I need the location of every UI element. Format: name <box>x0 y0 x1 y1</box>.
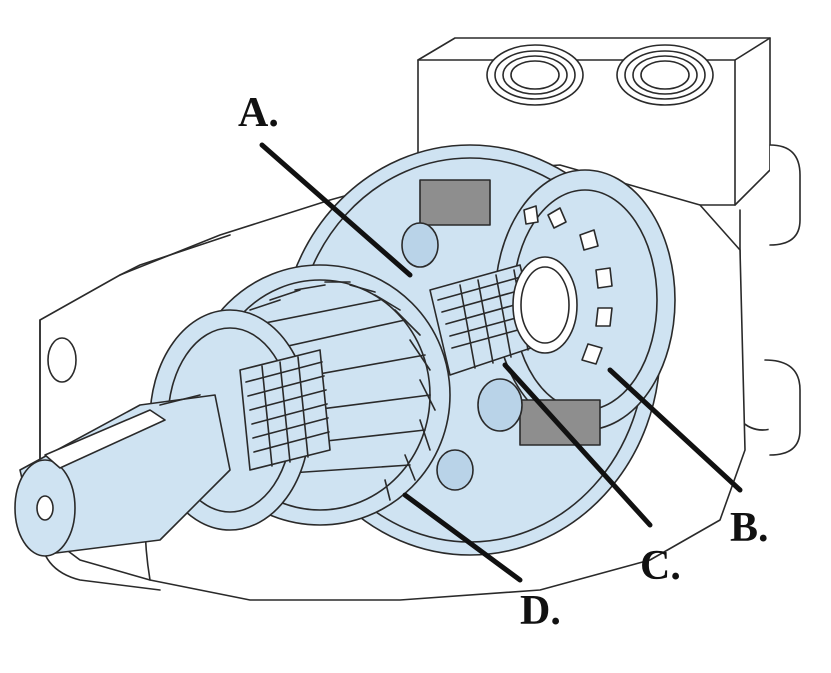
output-shaft <box>14 394 231 557</box>
callout-label-d: D. <box>520 588 561 634</box>
gray-block-top <box>419 179 491 226</box>
callout-label-a: A. <box>238 90 279 136</box>
callout-label-c: C. <box>640 543 681 589</box>
threaded-port-right <box>616 44 714 106</box>
leader-line-b <box>607 367 743 493</box>
front-spline <box>239 349 331 471</box>
leader-lines <box>259 142 743 583</box>
valve-plate-slots <box>523 205 613 365</box>
callout-label-b: B. <box>730 505 769 551</box>
leader-line-d <box>402 492 523 583</box>
threaded-port-left <box>486 44 584 106</box>
leader-line-c <box>502 362 653 528</box>
cutaway-internals <box>149 144 676 556</box>
leader-line-a <box>259 142 413 278</box>
